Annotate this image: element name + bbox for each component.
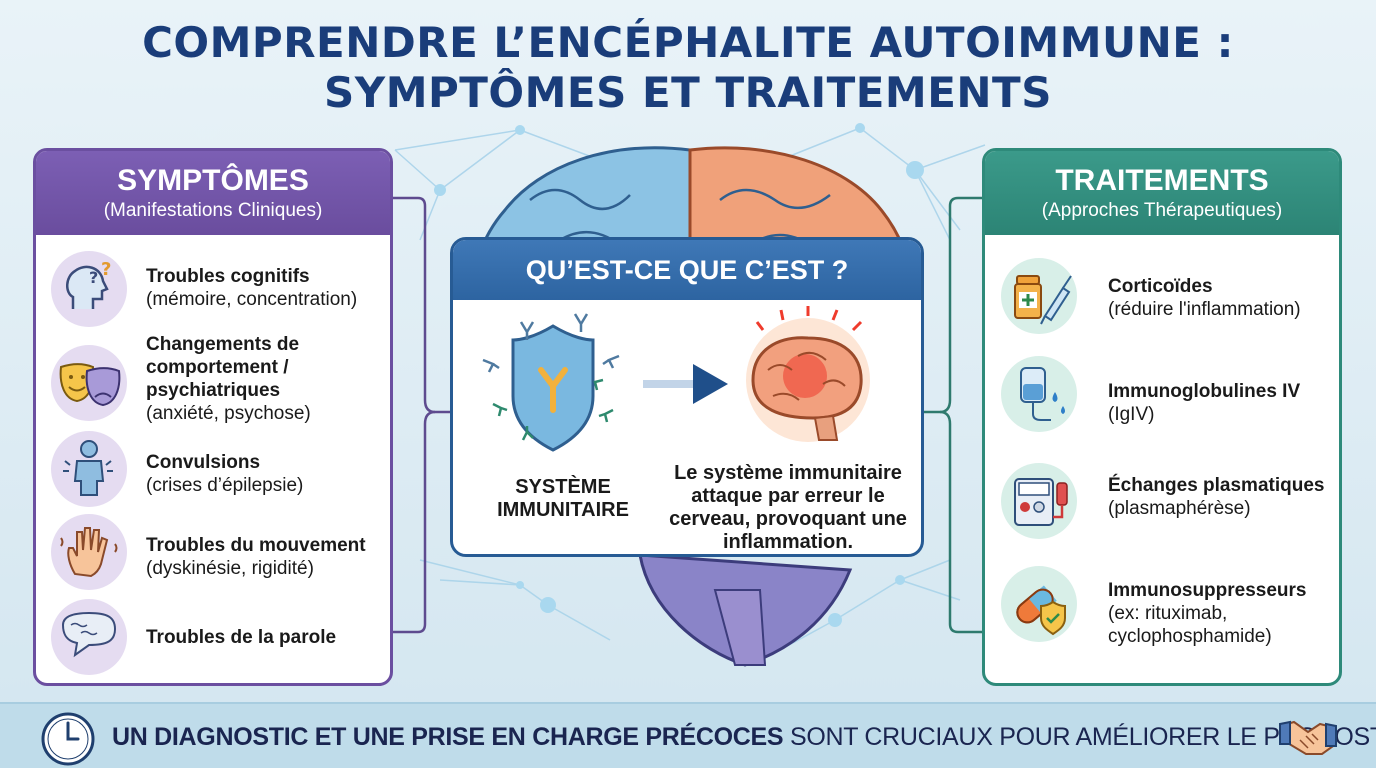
- capsule-shield-icon: [1001, 566, 1077, 642]
- what-is-it-title: QU’EST-CE QUE C’EST ?: [453, 240, 921, 300]
- footer-banner: UN DIAGNOSTIC ET UNE PRISE EN CHARGE PRÉ…: [0, 702, 1376, 768]
- immune-attack-illustration: [482, 306, 870, 452]
- seizure-person-icon: [51, 431, 127, 507]
- plasma-machine-icon: [1001, 463, 1077, 539]
- what-is-it-box: QU’EST-CE QUE C’EST ?: [450, 237, 924, 557]
- symptom-detail: (dyskinésie, rigidité): [146, 558, 314, 579]
- symptoms-title: SYMPTÔMES: [117, 164, 309, 197]
- treatment-detail: (plasmaphérèse): [1108, 498, 1251, 519]
- pill-bottle-syringe-icon: [1001, 258, 1077, 334]
- symptom-title: Troubles du mouvement: [146, 535, 366, 556]
- immune-attack-description: Le système immunitaire attaque par erreu…: [669, 462, 907, 553]
- footer-bold-text: UN DIAGNOSTIC ET UNE PRISE EN CHARGE PRÉ…: [112, 723, 784, 751]
- treatments-panel: TRAITEMENTS (Approches Thérapeutiques) C…: [982, 148, 1342, 686]
- treatment-detail: (réduire l'inflammation): [1108, 299, 1301, 320]
- treatment-title: Immunoglobulines IV: [1108, 381, 1301, 402]
- immune-system-label: SYSTÈME IMMUNITAIRE: [497, 476, 629, 521]
- clock-icon: [41, 712, 95, 766]
- symptom-detail: (mémoire, concentration): [146, 289, 358, 310]
- title-line-1: COMPRENDRE L’ENCÉPHALITE AUTOIMMUNE :: [142, 18, 1234, 67]
- symptom-title: Troubles cognitifs: [146, 266, 310, 287]
- title-line-2: SYMPTÔMES ET TRAITEMENTS: [324, 68, 1052, 117]
- iv-bag-icon: [1001, 356, 1077, 432]
- trembling-hand-icon: [51, 514, 127, 590]
- footer-message: UN DIAGNOSTIC ET UNE PRISE EN CHARGE PRÉ…: [112, 722, 1376, 752]
- head-question-icon: ??: [51, 251, 127, 327]
- treatment-title: Corticoïdes: [1108, 276, 1213, 297]
- inflamed-brain-icon: [746, 306, 870, 442]
- symptoms-header: SYMPTÔMES (Manifestations Cliniques): [36, 151, 390, 235]
- symptom-detail: (crises d’épilepsie): [146, 475, 304, 496]
- treatments-subtitle: (Approches Thérapeutiques): [1041, 200, 1283, 221]
- treatment-title: Échanges plasmatiques: [1108, 475, 1325, 496]
- speech-bubble-icon: [51, 599, 127, 675]
- treatment-detail: (IgIV): [1108, 404, 1155, 425]
- shield-antibody-icon: [482, 313, 620, 452]
- symptoms-panel: SYMPTÔMES (Manifestations Cliniques) ?? …: [33, 148, 393, 686]
- svg-text:?: ?: [89, 268, 98, 287]
- handshake-icon: [1279, 720, 1337, 755]
- treatments-header: TRAITEMENTS (Approches Thérapeutiques): [985, 151, 1339, 235]
- symptom-title: Changements de comportement / psychiatri…: [146, 334, 300, 401]
- page-title: COMPRENDRE L’ENCÉPHALITE AUTOIMMUNE : SY…: [0, 18, 1376, 118]
- treatment-title: Immunosuppresseurs: [1108, 580, 1307, 601]
- theater-masks-icon: [51, 345, 127, 421]
- symptom-title: Troubles de la parole: [146, 627, 337, 648]
- footer-rest-text: SONT CRUCIAUX POUR AMÉLIORER LE PRONOSTI…: [783, 723, 1376, 751]
- treatments-title: TRAITEMENTS: [1055, 164, 1269, 197]
- symptom-detail: (anxiété, psychose): [146, 403, 311, 424]
- svg-text:?: ?: [101, 259, 111, 280]
- symptoms-subtitle: (Manifestations Cliniques): [103, 200, 323, 221]
- arrow-right-icon: [643, 364, 728, 404]
- treatment-detail: (ex: rituximab, cyclophosphamide): [1108, 603, 1272, 647]
- symptom-title: Convulsions: [146, 452, 261, 473]
